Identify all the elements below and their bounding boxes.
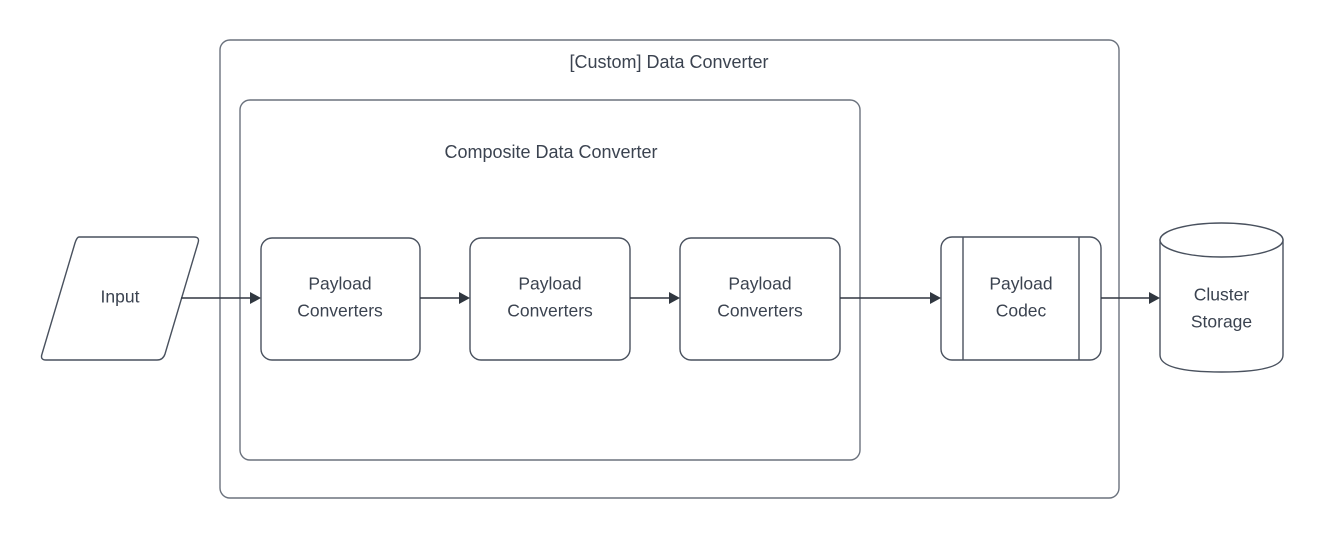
node-cluster-storage[interactable]: Cluster Storage — [1159, 222, 1284, 373]
payload-converters-3-label-line-1: Payload — [728, 274, 791, 294]
payload-converters-3-shape — [679, 237, 841, 361]
payload-converters-3-label-line-2: Converters — [717, 301, 803, 321]
edge-pc1-to-pc2-arrowhead — [459, 292, 470, 304]
custom-data-converter-label: [Custom] Data Converter — [569, 52, 768, 72]
cluster-storage-label-line-2: Storage — [1191, 312, 1252, 332]
payload-converters-2-label-line-2: Converters — [507, 301, 593, 321]
node-payload-converters-1[interactable]: Payload Converters — [260, 237, 421, 361]
payload-codec-shape — [940, 236, 1102, 361]
payload-converters-1-shape — [260, 237, 421, 361]
edge-pc3-to-codec-arrowhead — [930, 292, 941, 304]
cluster-storage-top-ellipse — [1159, 222, 1284, 258]
payload-converters-1-label-line-2: Converters — [297, 301, 383, 321]
input-label: Input — [101, 287, 140, 307]
edge-codec-to-storage-arrowhead — [1149, 292, 1160, 304]
container-composite-data-converter[interactable]: Composite Data Converter — [239, 99, 861, 461]
edge-payload-converters-2-to-3 — [630, 292, 680, 304]
edge-input-to-pc1-arrowhead — [250, 292, 261, 304]
custom-data-converter-border — [219, 39, 1120, 499]
container-custom-data-converter[interactable]: [Custom] Data Converter — [219, 39, 1120, 499]
input-parallelogram-shape — [40, 236, 200, 361]
cluster-storage-body — [1159, 239, 1284, 373]
node-input[interactable]: Input — [40, 236, 200, 361]
node-payload-converters-3[interactable]: Payload Converters — [679, 237, 841, 361]
composite-data-converter-label: Composite Data Converter — [444, 142, 657, 162]
edge-pc2-to-pc3-arrowhead — [669, 292, 680, 304]
edge-input-to-payload-converters-1 — [181, 292, 261, 304]
payload-codec-label-line-2: Codec — [996, 301, 1047, 321]
payload-converters-2-shape — [469, 237, 631, 361]
edge-payload-converters-1-to-2 — [420, 292, 470, 304]
payload-converters-1-label-line-1: Payload — [308, 274, 371, 294]
payload-codec-label-line-1: Payload — [989, 274, 1052, 294]
composite-data-converter-border — [239, 99, 861, 461]
node-payload-converters-2[interactable]: Payload Converters — [469, 237, 631, 361]
payload-converters-2-label-line-1: Payload — [518, 274, 581, 294]
edge-payload-converters-3-to-codec — [840, 292, 941, 304]
cluster-storage-label-line-1: Cluster — [1194, 285, 1250, 305]
node-payload-codec[interactable]: Payload Codec — [940, 236, 1102, 361]
edge-payload-codec-to-cluster-storage — [1101, 292, 1160, 304]
